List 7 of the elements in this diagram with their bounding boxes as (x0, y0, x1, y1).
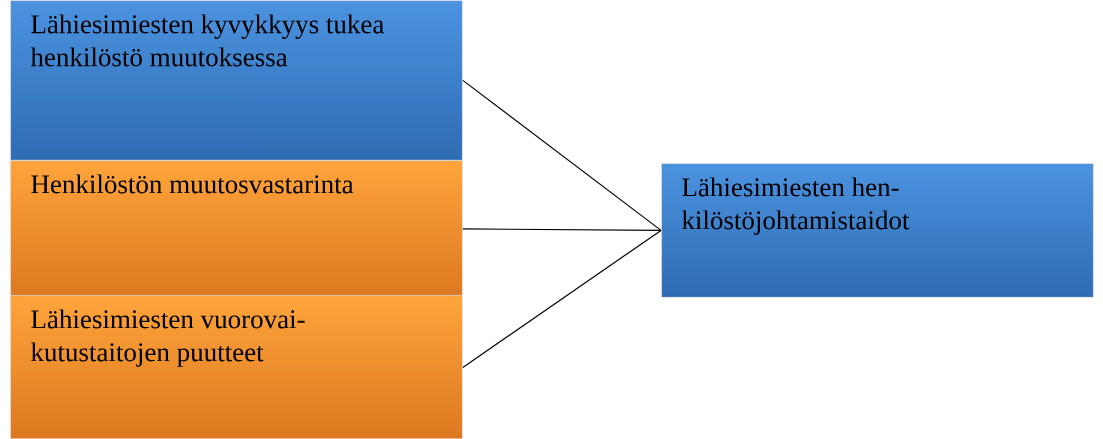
connector-line (462, 79, 662, 231)
text-box: Lähiesimiesten hen- kilöstöjohtamistaidot (661, 163, 1094, 298)
text-box: Henkilöstön muutosvastarinta (10, 160, 463, 298)
connector-line (462, 228, 662, 231)
text-box: Lähiesimiesten kyvykkyys tukea henkilöstö muutoksessa (10, 0, 463, 161)
connector-line (462, 229, 662, 368)
text-box: Lähiesimiesten vuorovai- kutustaitojen puutteet (10, 295, 463, 439)
